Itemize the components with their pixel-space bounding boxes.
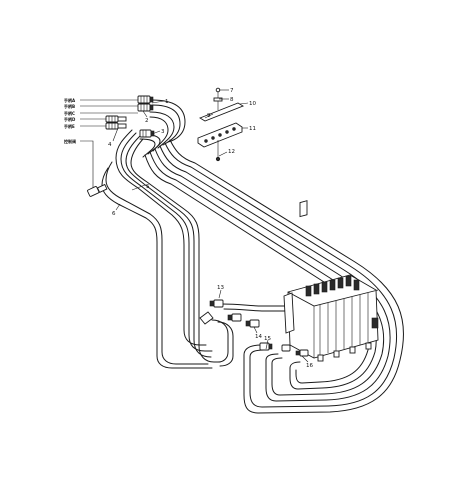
handle-fitting-d	[105, 122, 127, 130]
side-label-3: 手柄C	[64, 110, 75, 116]
side-label-6: 控制阀	[64, 138, 76, 144]
mounting-bracket-assembly	[197, 87, 245, 162]
handle-fitting-f	[87, 183, 108, 197]
callout-12: 12	[228, 149, 235, 155]
callout-10: 10	[249, 101, 256, 107]
callout-14: 14	[255, 334, 262, 340]
callout-11: 11	[249, 126, 256, 132]
callout-9: 9	[207, 113, 211, 119]
control-valve-block	[283, 200, 379, 362]
side-label-leaders	[80, 99, 140, 190]
side-labels: 手柄A 手柄B 手柄C 手柄D 手柄E 控制阀	[64, 97, 76, 144]
callout-2: 2	[145, 118, 149, 124]
callout-15: 15	[264, 336, 271, 342]
side-label-1: 手柄A	[64, 97, 76, 103]
callout-13: 13	[217, 285, 224, 291]
callout-leaders	[112, 89, 309, 363]
side-label-2: 手柄B	[64, 103, 75, 109]
handle-fitting-c	[105, 115, 127, 123]
callout-6: 6	[112, 211, 116, 217]
handle-fitting-e	[139, 129, 155, 138]
hose-bundle	[101, 99, 405, 414]
callout-7: 7	[230, 88, 234, 94]
side-label-4: 手柄D	[64, 116, 76, 122]
callout-4: 4	[108, 142, 112, 148]
hose-fitting-links	[211, 303, 293, 367]
callout-1: 1	[165, 99, 169, 105]
fitting-16	[281, 344, 309, 357]
callout-numbers: 1 2 3 4 5 6 7 8 9 10 11 12 13 14 15 16	[108, 88, 313, 369]
fitting-14	[245, 319, 260, 328]
handle-fitting-a	[137, 95, 154, 104]
valve-sections	[299, 200, 308, 218]
callout-3: 3	[161, 129, 165, 135]
callout-8: 8	[230, 97, 234, 103]
handle-fitting-b	[137, 103, 154, 112]
fitting-13	[199, 299, 242, 325]
hose-outer-loop	[144, 139, 405, 414]
hose-inner-loop	[101, 129, 221, 369]
side-label-5: 手柄E	[64, 123, 75, 129]
callout-16: 16	[306, 363, 313, 369]
callout-5: 5	[146, 184, 150, 190]
